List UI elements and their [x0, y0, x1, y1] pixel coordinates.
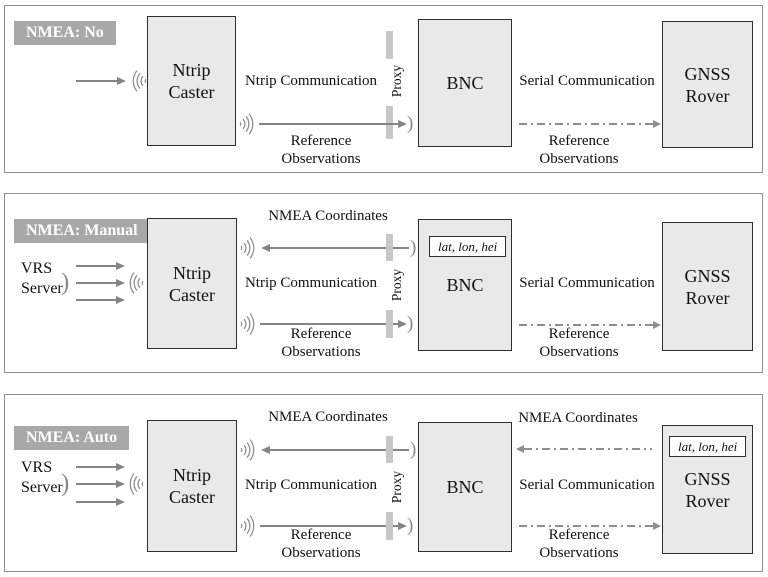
proxy-label: Proxy [389, 470, 404, 504]
coordinates-chip: lat, lon, hei [669, 436, 747, 457]
receive-paren-mark: ) [407, 515, 414, 536]
signal-transmit-icon [239, 235, 259, 261]
label-reference-observations-right: Reference Observations [539, 527, 619, 561]
receive-paren-mark: ) [410, 439, 417, 460]
label-nmea-coordinates-right: NMEA Coordinates [518, 410, 638, 426]
flow-line-bnc-to-rover [519, 123, 653, 125]
ntrip-caster-label: Ntrip Caster [168, 60, 215, 102]
panel-title: NMEA: Manual [14, 219, 150, 243]
proxy-label: Proxy [389, 268, 404, 302]
bnc-label: BNC [446, 275, 484, 295]
vrs-server-label: VRS Server [21, 260, 63, 297]
signal-receive-icon [128, 68, 148, 94]
panel-title: NMEA: Auto [14, 426, 130, 450]
signal-transmit-icon [239, 513, 259, 539]
label-reference-observations-left: Reference Observations [281, 326, 361, 360]
flow-line-bnc-to-caster [270, 449, 409, 451]
arrowhead-left-icon [516, 445, 524, 453]
receive-paren-mark: ) [410, 237, 417, 258]
panel-nmea-auto: NMEA: Auto VRS Server ) Ntrip Caster NME… [4, 394, 763, 572]
arrowhead-right-icon [398, 521, 407, 530]
label-reference-observations-left: Reference Observations [281, 133, 361, 167]
bnc-label: BNC [446, 477, 484, 497]
arrowhead-right-icon [116, 278, 125, 287]
label-reference-observations-left: Reference Observations [281, 527, 361, 561]
label-reference-observations-right: Reference Observations [539, 133, 619, 167]
ntrip-caster-box: Ntrip Caster [147, 16, 236, 146]
label-serial-communication: Serial Communication [519, 73, 655, 89]
label-serial-communication: Serial Communication [519, 275, 655, 291]
label-ntrip-communication: Ntrip Communication [244, 275, 378, 291]
flow-line-caster-to-bnc [260, 525, 398, 527]
vrs-arrow-line [76, 265, 116, 267]
arrowhead-right-icon [116, 261, 125, 270]
gnss-rover-label: GNSS Rover [684, 265, 731, 308]
arrowhead-right-icon [116, 462, 125, 471]
proxy-label: Proxy [389, 64, 404, 98]
panel-nmea-no: NMEA: No Ntrip Caster Ntrip Communicatio… [4, 5, 763, 173]
arrowhead-right-icon [116, 497, 125, 506]
vrs-arrow-line [76, 501, 116, 503]
signal-transmit-icon [239, 437, 259, 463]
gnss-rover-box: GNSS Rover [662, 222, 753, 351]
label-serial-communication: Serial Communication [519, 477, 655, 493]
flow-line-bnc-to-caster [270, 247, 409, 249]
receive-paren-mark: ) [407, 113, 414, 134]
gnss-rover-box: GNSS Rover [662, 21, 753, 148]
flow-line-bnc-to-rover [519, 324, 653, 326]
flow-line-bnc-to-rover [519, 525, 653, 527]
arrowhead-right-icon [116, 479, 125, 488]
bnc-box: lat, lon, hei BNC [418, 219, 512, 351]
proxy-bar-top [386, 436, 393, 463]
gnss-rover-label: GNSS Rover [684, 468, 731, 511]
proxy-bar-bottom [386, 106, 393, 139]
ntrip-caster-label: Ntrip Caster [169, 465, 215, 507]
label-nmea-coordinates-left: NMEA Coordinates [268, 409, 388, 425]
proxy-bar-top [386, 234, 393, 261]
vrs-arrow-line [76, 483, 116, 485]
arrowhead-right-icon [116, 295, 125, 304]
vrs-arrow-line [76, 466, 116, 468]
label-nmea-coordinates: NMEA Coordinates [268, 208, 388, 224]
vrs-paren-mark: ) [61, 269, 70, 296]
vrs-server-label: VRS Server [21, 459, 63, 496]
coordinates-chip: lat, lon, hei [429, 236, 507, 257]
arrowhead-right-icon [653, 321, 661, 329]
vrs-arrow-line [76, 282, 116, 284]
proxy-bar-bottom [386, 512, 393, 540]
receive-paren-mark: ) [407, 313, 414, 334]
bnc-label: BNC [446, 73, 484, 93]
flow-line-caster-to-bnc [259, 123, 398, 125]
signal-receive-icon [125, 471, 145, 497]
proxy-bar-bottom [386, 310, 393, 338]
panel-title: NMEA: No [14, 21, 116, 45]
panel-nmea-manual: NMEA: Manual VRS Server ) Ntrip Caster N… [4, 193, 763, 373]
gnss-rover-box: lat, lon, hei GNSS Rover [662, 425, 753, 554]
ntrip-caster-label: Ntrip Caster [169, 262, 215, 305]
arrowhead-left-icon [261, 243, 270, 252]
arrowhead-right-icon [653, 522, 661, 530]
arrow-line-into-caster [76, 80, 117, 82]
label-ntrip-communication: Ntrip Communication [244, 477, 378, 493]
flow-line-rover-to-bnc [524, 448, 652, 450]
arrowhead-right-icon [653, 120, 661, 128]
signal-transmit-icon [238, 111, 258, 137]
ntrip-caster-box: Ntrip Caster [147, 218, 237, 349]
proxy-bar-top [386, 31, 393, 59]
arrowhead-right-icon [398, 319, 407, 328]
label-reference-observations-right: Reference Observations [539, 326, 619, 360]
vrs-paren-mark: ) [61, 470, 70, 497]
bnc-box: BNC [418, 422, 512, 552]
signal-receive-icon [125, 270, 145, 296]
gnss-rover-label: GNSS Rover [684, 63, 731, 106]
ntrip-caster-box: Ntrip Caster [147, 420, 237, 552]
arrowhead-left-icon [261, 445, 270, 454]
signal-transmit-icon [239, 311, 259, 337]
label-ntrip-communication: Ntrip Communication [244, 73, 378, 89]
arrowhead-right-icon [117, 76, 126, 85]
vrs-arrow-line [76, 299, 116, 301]
arrowhead-right-icon [398, 119, 407, 128]
bnc-box: BNC [418, 19, 512, 147]
flow-line-caster-to-bnc [260, 323, 398, 325]
